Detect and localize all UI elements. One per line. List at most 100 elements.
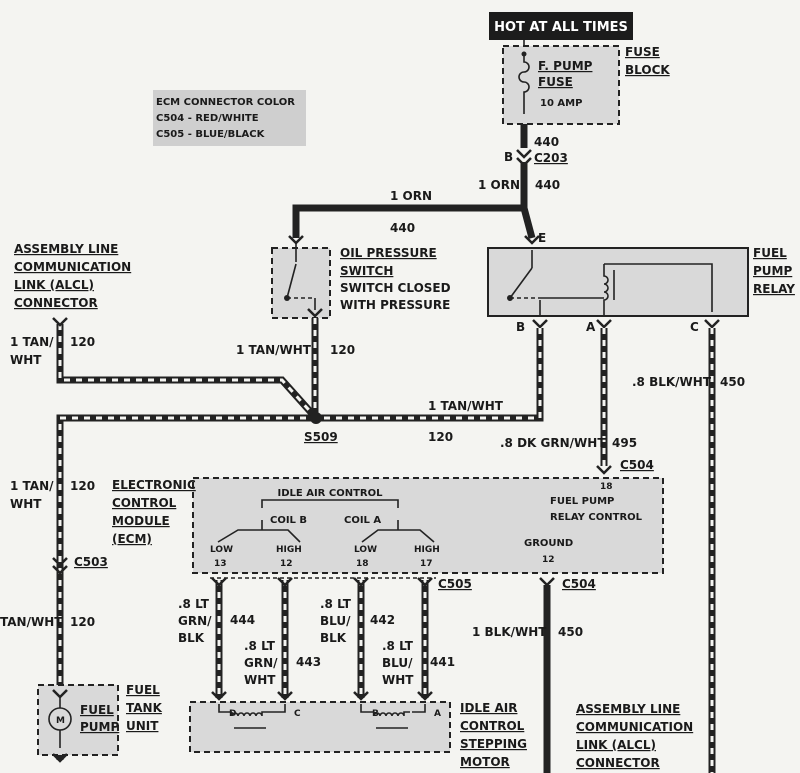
c504-bottom-terminal: [539, 577, 555, 587]
ecm-pin18: 18: [356, 559, 369, 569]
ecm-title-line4: (ECM): [112, 532, 152, 546]
c505-label: C505: [438, 577, 472, 591]
stepper-coil-b-winding: [218, 704, 286, 717]
relay-a-wire-label: .8 DK GRN/WHT: [500, 436, 606, 450]
coil-b-bracket: [217, 520, 301, 543]
orn-top-number: 440: [390, 221, 415, 235]
relay-b-wire-label: 1 TAN/WHT: [428, 399, 504, 413]
stepper-terminals: [211, 691, 433, 701]
relay-c-wire-number: 450: [720, 375, 745, 389]
c504-top-label: C504: [620, 458, 654, 472]
hot-at-all-times-banner: [489, 12, 633, 40]
wire-orn-to-oil-switch: [292, 204, 524, 238]
fuel-pump-label-line1: FUEL: [80, 703, 114, 717]
fuse-label-line1: F. PUMP: [538, 59, 593, 73]
ecm-pin18-relay: 18: [600, 482, 613, 492]
oil-out-wire-label: 1 TAN/WHT: [236, 343, 312, 357]
wire-orn-to-relay-e: [520, 162, 536, 239]
relay-a-wire-number: 495: [612, 436, 637, 450]
hot-at-all-times-label: HOT AT ALL TIMES: [494, 20, 628, 35]
fuse-block-label-line2: BLOCK: [625, 63, 670, 77]
c503-terminal-top: [52, 557, 68, 567]
ecm-iac-label: IDLE AIR CONTROL: [278, 488, 384, 499]
w443-number: 443: [296, 655, 321, 669]
oil-out-wire-number: 120: [330, 343, 355, 357]
left-mid-wire-color-line2: WHT: [10, 497, 42, 511]
fuse-rating: 10 AMP: [540, 98, 582, 109]
c203-label: C203: [534, 151, 568, 165]
c203-connector-symbol: [516, 149, 532, 159]
wire-tan-wht-network: [56, 318, 544, 760]
relay-pin-a: A: [586, 320, 596, 334]
iac-wires: [215, 580, 429, 698]
fuse-symbol: [518, 54, 530, 114]
fuel-tank-title-line1: FUEL: [126, 683, 160, 697]
relay-c-bottom-terminal: [704, 319, 720, 329]
relay-pin-b: B: [516, 320, 525, 334]
fuel-tank-title-line3: UNIT: [126, 719, 159, 733]
alcl-bottom-label-line1: ASSEMBLY LINE: [576, 702, 680, 716]
stepper-title-line2: CONTROL: [460, 719, 525, 733]
ecm-color-note-line1: ECM CONNECTOR COLOR: [156, 97, 295, 108]
fuse-block-label-line1: FUSE: [625, 45, 660, 59]
ecm-color-note-line2: C504 - RED/WHITE: [156, 113, 259, 124]
ecm-coil-b: COIL B: [270, 515, 307, 526]
alcl-bottom-label-line4: CONNECTOR: [576, 756, 660, 770]
w441-color-line1: .8 LT: [382, 639, 414, 653]
alcl-wire-color-line2: WHT: [10, 353, 42, 367]
s509-label: S509: [304, 430, 338, 444]
alcl-top-label-line4: CONNECTOR: [14, 296, 98, 310]
w441-number: 441: [430, 655, 455, 669]
orn-vertical-number: 440: [535, 178, 560, 192]
relay-a-bottom-terminal: [596, 319, 612, 329]
ecm-title-line1: ELECTRONIC: [112, 478, 196, 492]
left-low-wire-label: TAN/WHT: [0, 615, 63, 629]
ecm-ground-label: GROUND: [524, 538, 573, 549]
oil-switch-blade: [286, 263, 297, 299]
c504-bottom-label: C504: [562, 577, 596, 591]
alcl-bottom-label-line3: LINK (ALCL): [576, 738, 656, 752]
w443-color-line2: GRN/: [244, 656, 278, 670]
fuel-pump-motor-letter: M: [56, 716, 65, 726]
stepper-coil-a-winding: [360, 704, 426, 717]
alcl-bottom-label-line2: COMMUNICATION: [576, 720, 693, 734]
w442-number: 442: [370, 613, 395, 627]
fuse-terminal-top: [521, 51, 527, 57]
w441-color-line2: BLU/: [382, 656, 413, 670]
ecm-pin17-level: HIGH: [414, 545, 440, 555]
ecm-pin13: 13: [214, 559, 227, 569]
relay-contact-blade: [509, 267, 533, 299]
w444-color-line2: GRN/: [178, 614, 212, 628]
fuel-tank-title-line2: TANK: [126, 701, 163, 715]
relay-title-line2: PUMP: [753, 264, 792, 278]
ecm-pin12: 12: [280, 559, 293, 569]
stepper-pin-c: C: [294, 709, 301, 719]
stepper-pin-a: A: [434, 709, 441, 719]
fuel-pump-label-line2: PUMP: [80, 720, 119, 734]
oil-switch-title-line2: SWITCH: [340, 264, 393, 278]
ecm-pin18-level: LOW: [354, 545, 377, 555]
ecm-title-line2: CONTROL: [112, 496, 177, 510]
s509-splice: [310, 412, 322, 424]
w442-color-line1: .8 LT: [320, 597, 352, 611]
w443-color-line1: .8 LT: [244, 639, 276, 653]
w443-color-line3: WHT: [244, 673, 276, 687]
ground-wire-label: 1 BLK/WHT: [472, 625, 547, 639]
c503-label: C503: [74, 555, 108, 569]
c203-wire-number: 440: [534, 135, 559, 149]
ecm-title-line3: MODULE: [112, 514, 170, 528]
relay-b-wire-number: 120: [428, 430, 453, 444]
ecm-relay-control-line1: FUEL PUMP: [550, 496, 614, 507]
oil-switch-title-line1: OIL PRESSURE: [340, 246, 437, 260]
fuse-label-line2: FUSE: [538, 75, 573, 89]
coil-a-bracket: [361, 520, 435, 543]
relay-title-line3: RELAY: [753, 282, 795, 296]
orn-vertical-label: 1 ORN: [478, 178, 520, 192]
stepper-title-line3: STEPPING: [460, 737, 527, 751]
alcl-top-label-line2: COMMUNICATION: [14, 260, 131, 274]
w444-color-line3: BLK: [178, 631, 205, 645]
alcl-top-terminal: [52, 317, 68, 327]
ecm-connector-color-note-box: [153, 90, 306, 146]
c505-terminals: [211, 577, 433, 587]
